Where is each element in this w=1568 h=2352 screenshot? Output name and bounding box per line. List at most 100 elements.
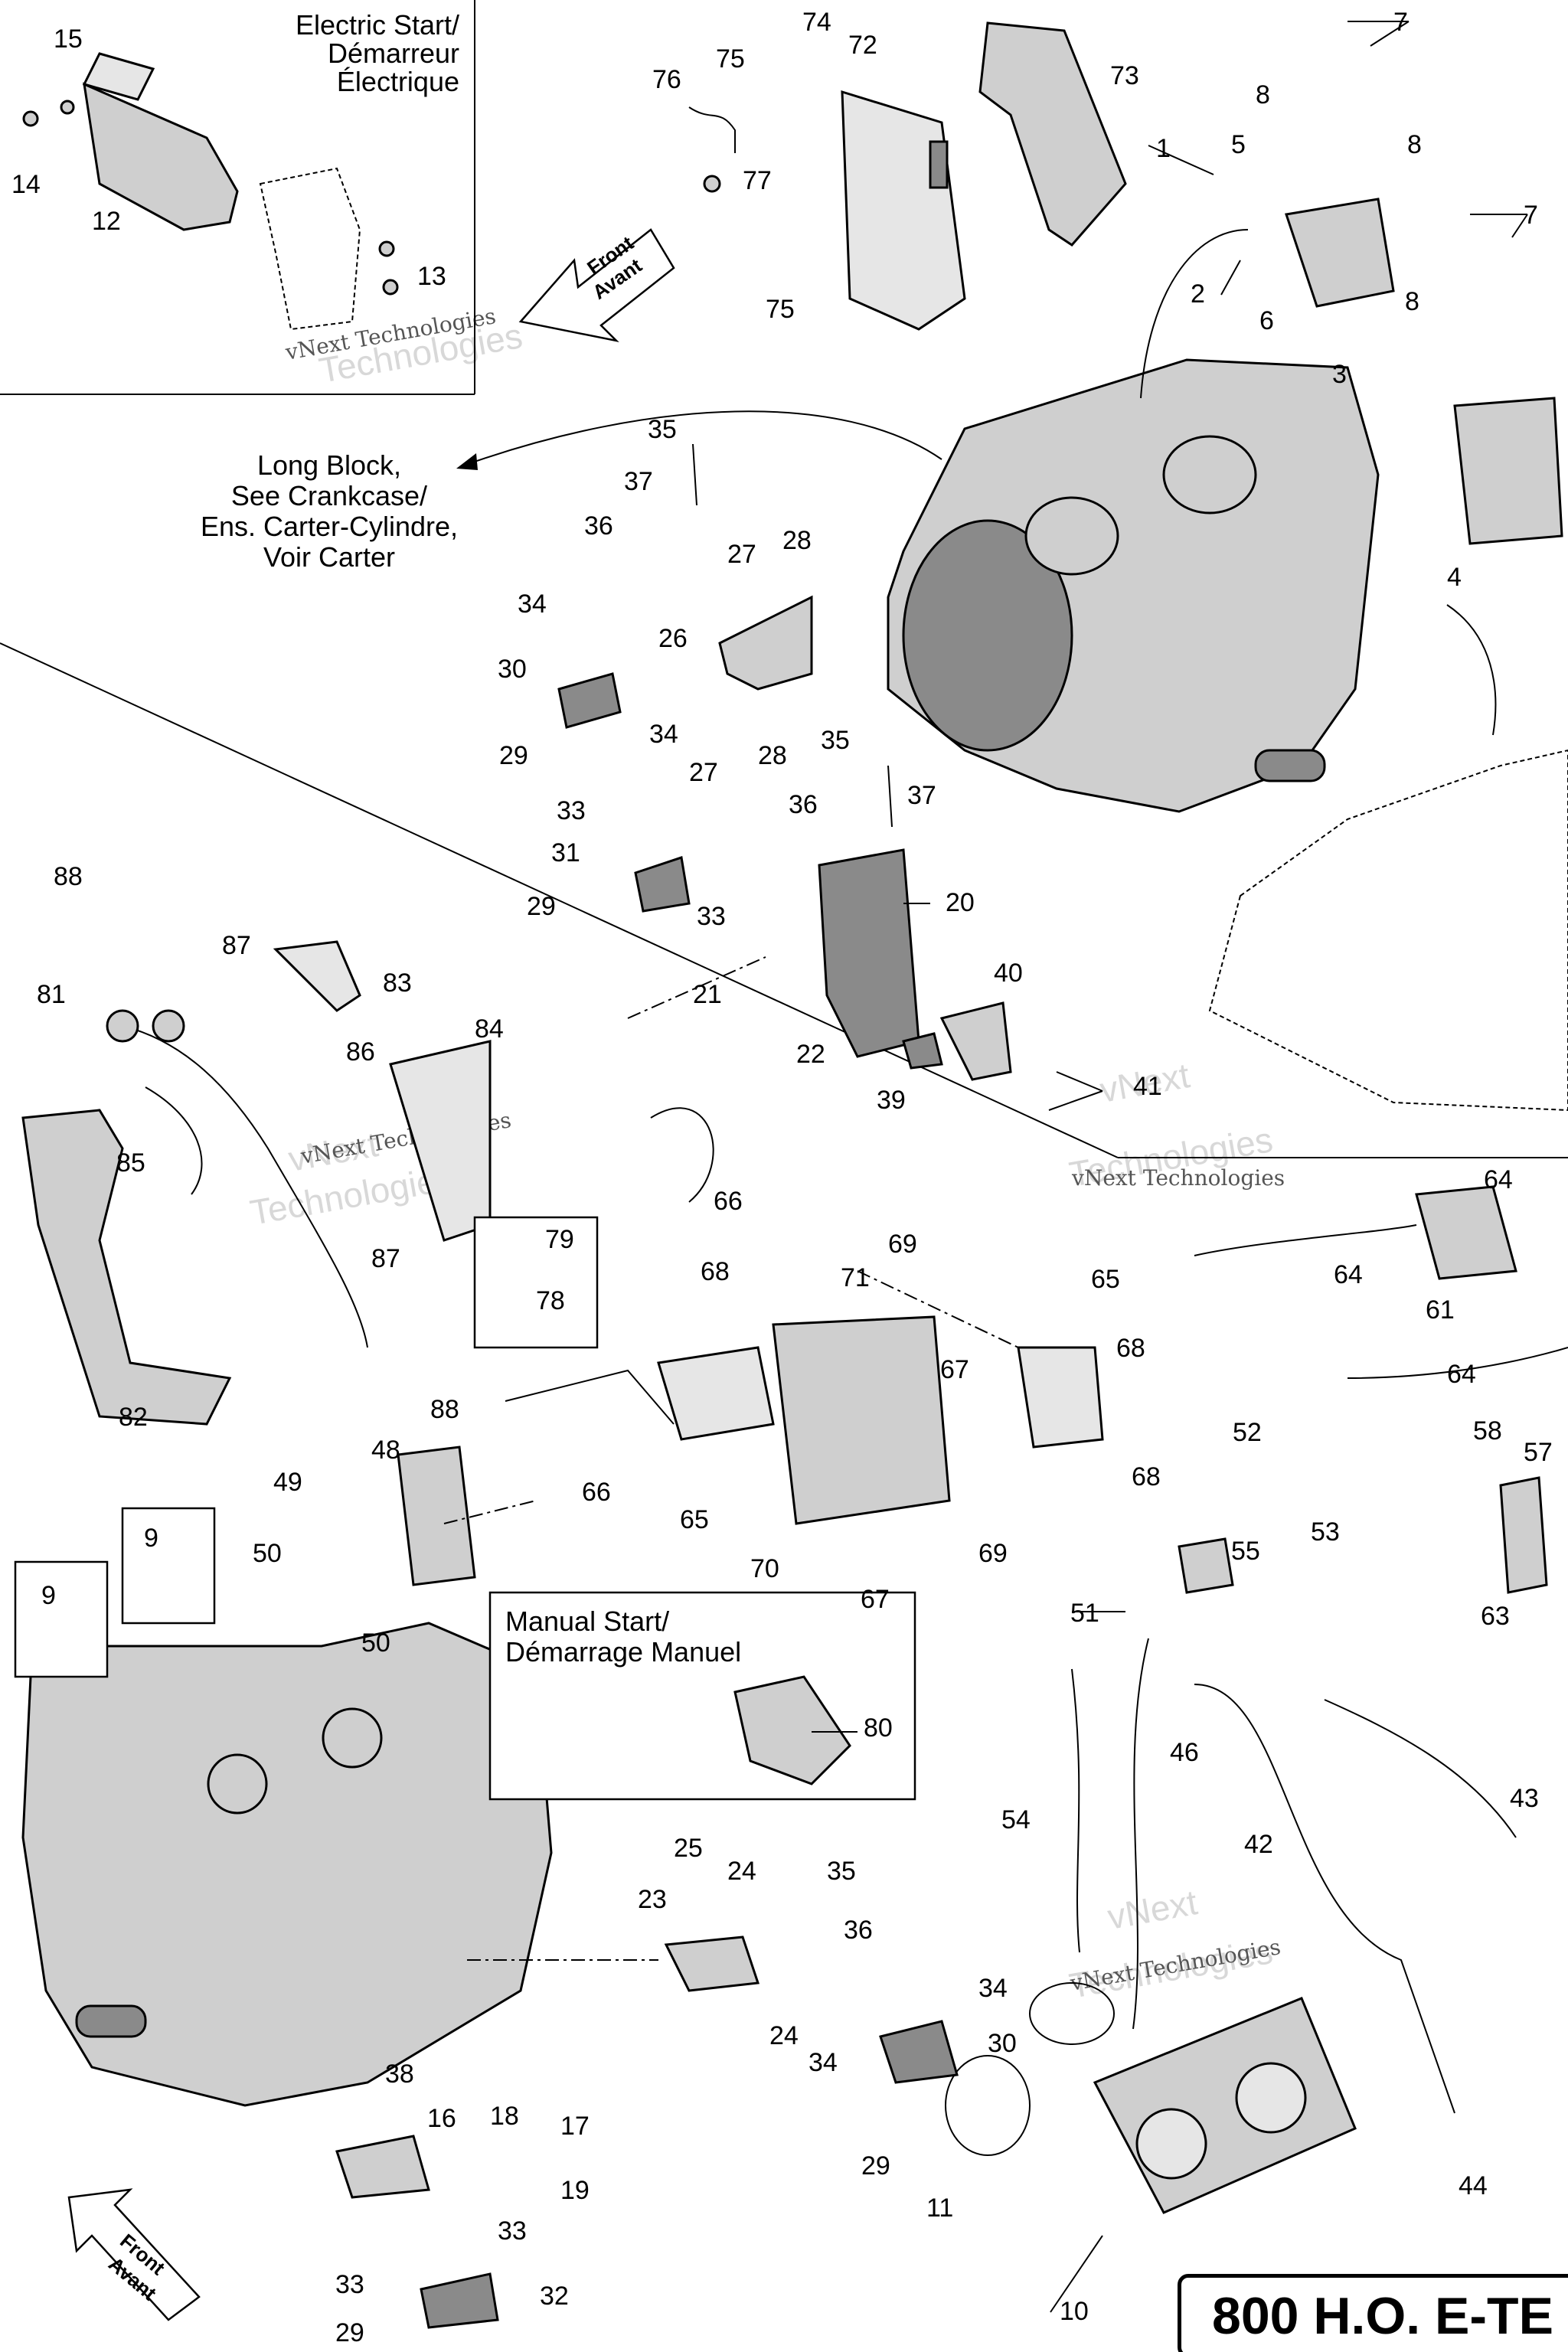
throttle-bore — [1235, 2062, 1307, 2134]
spark-plug-box — [473, 1216, 599, 1349]
engine-clutch-housing — [902, 519, 1073, 752]
part-9-box — [14, 1560, 109, 1678]
ignition-module-65 — [1017, 1346, 1104, 1449]
callout-label: 72 — [848, 31, 877, 60]
mount-bracket-23 — [664, 1936, 760, 1992]
oil-line-51 — [1132, 1638, 1149, 2030]
callout-label: 81 — [37, 980, 66, 1009]
callout-label: 61 — [1426, 1295, 1455, 1325]
sensor-wire — [1140, 229, 1249, 399]
long-block-text-2: See Crankcase/ — [231, 480, 427, 511]
front-direction-arrow-top: Front Avant — [518, 228, 675, 343]
connector-55 — [1178, 1537, 1234, 1594]
callout-label: 9 — [144, 1524, 158, 1553]
callout-label: 67 — [861, 1585, 890, 1614]
callout-label: 18 — [490, 2102, 519, 2131]
rubber-mount-30-lower — [879, 2020, 959, 2084]
sensor-wire-64 — [1347, 1347, 1568, 1379]
engine-block-lower — [21, 1622, 553, 2107]
callout-label: 84 — [475, 1014, 504, 1044]
callout-label: 48 — [371, 1436, 400, 1465]
screw — [378, 240, 395, 257]
callout-label: 66 — [714, 1187, 743, 1216]
callout-label: 54 — [1001, 1805, 1031, 1834]
callout-label: 63 — [1481, 1602, 1510, 1631]
throttle-body-10 — [1093, 1997, 1357, 2214]
coil-bracket-48 — [397, 1446, 476, 1586]
sensor — [703, 175, 721, 193]
mount-bracket-26 — [718, 595, 813, 691]
callout-label: 34 — [808, 2048, 838, 2077]
callout-label: 39 — [877, 1086, 906, 1115]
callout-label: 23 — [638, 1885, 667, 1914]
callout-label: 27 — [689, 758, 718, 787]
callout-label: 40 — [994, 959, 1023, 988]
callout-label: 51 — [1070, 1599, 1099, 1628]
callout-label: 14 — [11, 170, 41, 199]
belt-guard-82 — [21, 1109, 232, 1426]
callout-label: 2 — [1191, 279, 1205, 309]
ecm-module — [841, 90, 966, 331]
hose-42 — [1194, 1684, 1455, 2114]
callout-label: 25 — [674, 1834, 703, 1863]
callout-label: 36 — [584, 511, 613, 541]
callout-label: 8 — [1407, 130, 1422, 159]
mount-16 — [335, 2135, 430, 2199]
callout-label: 31 — [551, 838, 580, 867]
starter-motor — [83, 82, 239, 231]
callout-label: 64 — [1484, 1165, 1513, 1194]
spark-plug-cable — [650, 1107, 714, 1203]
callout-label: 16 — [427, 2104, 456, 2133]
callout-label: 85 — [116, 1148, 145, 1178]
callout-label: 3 — [1332, 360, 1347, 389]
callout-label: 36 — [844, 1916, 873, 1945]
callout-label: 32 — [540, 2282, 569, 2311]
electric-start-label-en: Electric Start/ — [296, 9, 459, 41]
ignition-group — [473, 1107, 1104, 1525]
callout-label: 22 — [796, 1040, 825, 1069]
throttle-bore — [1135, 2108, 1207, 2180]
callout-label: 55 — [1231, 1537, 1260, 1566]
clamp-ring — [106, 1009, 139, 1043]
callout-label: 35 — [827, 1857, 856, 1886]
spring-85 — [145, 1086, 203, 1195]
callout-label: 29 — [861, 2151, 890, 2180]
stopper-39 — [902, 1032, 943, 1070]
callout-label: 30 — [988, 2029, 1017, 2058]
callout-label: 53 — [1311, 1517, 1340, 1547]
long-block-text-4: Voir Carter — [263, 541, 395, 573]
mount-bracket-20 — [818, 848, 920, 1058]
front-arrow-shape — [67, 2188, 201, 2321]
callout-label: 29 — [527, 892, 556, 921]
callout-label: 28 — [758, 741, 787, 770]
callout-label: 70 — [750, 1554, 779, 1583]
frame-arrow — [1446, 604, 1497, 736]
callout-label: 24 — [769, 2021, 799, 2050]
callout-label: 8 — [1256, 80, 1270, 109]
callout-label: 76 — [652, 65, 681, 94]
callout-label: 75 — [766, 295, 795, 324]
callout-label: 68 — [701, 1257, 730, 1286]
spark-plug-cable — [505, 1369, 675, 1425]
callout-label: 29 — [335, 2318, 364, 2347]
callout-label: 27 — [727, 540, 756, 569]
callout-label: 77 — [743, 166, 772, 195]
callout-label: 34 — [649, 720, 678, 749]
callout-label: 28 — [782, 526, 812, 555]
electric-start-inset: Electric Start/ Démarreur Électrique — [22, 9, 459, 331]
callout-label: 68 — [1132, 1462, 1161, 1491]
engine-mounts-middle — [557, 443, 1012, 1081]
callout-label: 87 — [222, 931, 251, 960]
guard-cover-83 — [273, 940, 361, 1012]
callout-label: 41 — [1133, 1072, 1162, 1101]
callout-label: 20 — [946, 888, 975, 917]
belt-guard-group — [21, 940, 492, 1426]
hose-43 — [1324, 1699, 1517, 1838]
guard-bracket-81 — [122, 1025, 368, 1348]
callout-label: 8 — [1405, 287, 1419, 316]
rewind-starter-80 — [733, 1675, 851, 1785]
callout-label: 35 — [821, 726, 850, 755]
callout-label: 37 — [624, 467, 653, 496]
callout-label: 42 — [1244, 1830, 1273, 1859]
